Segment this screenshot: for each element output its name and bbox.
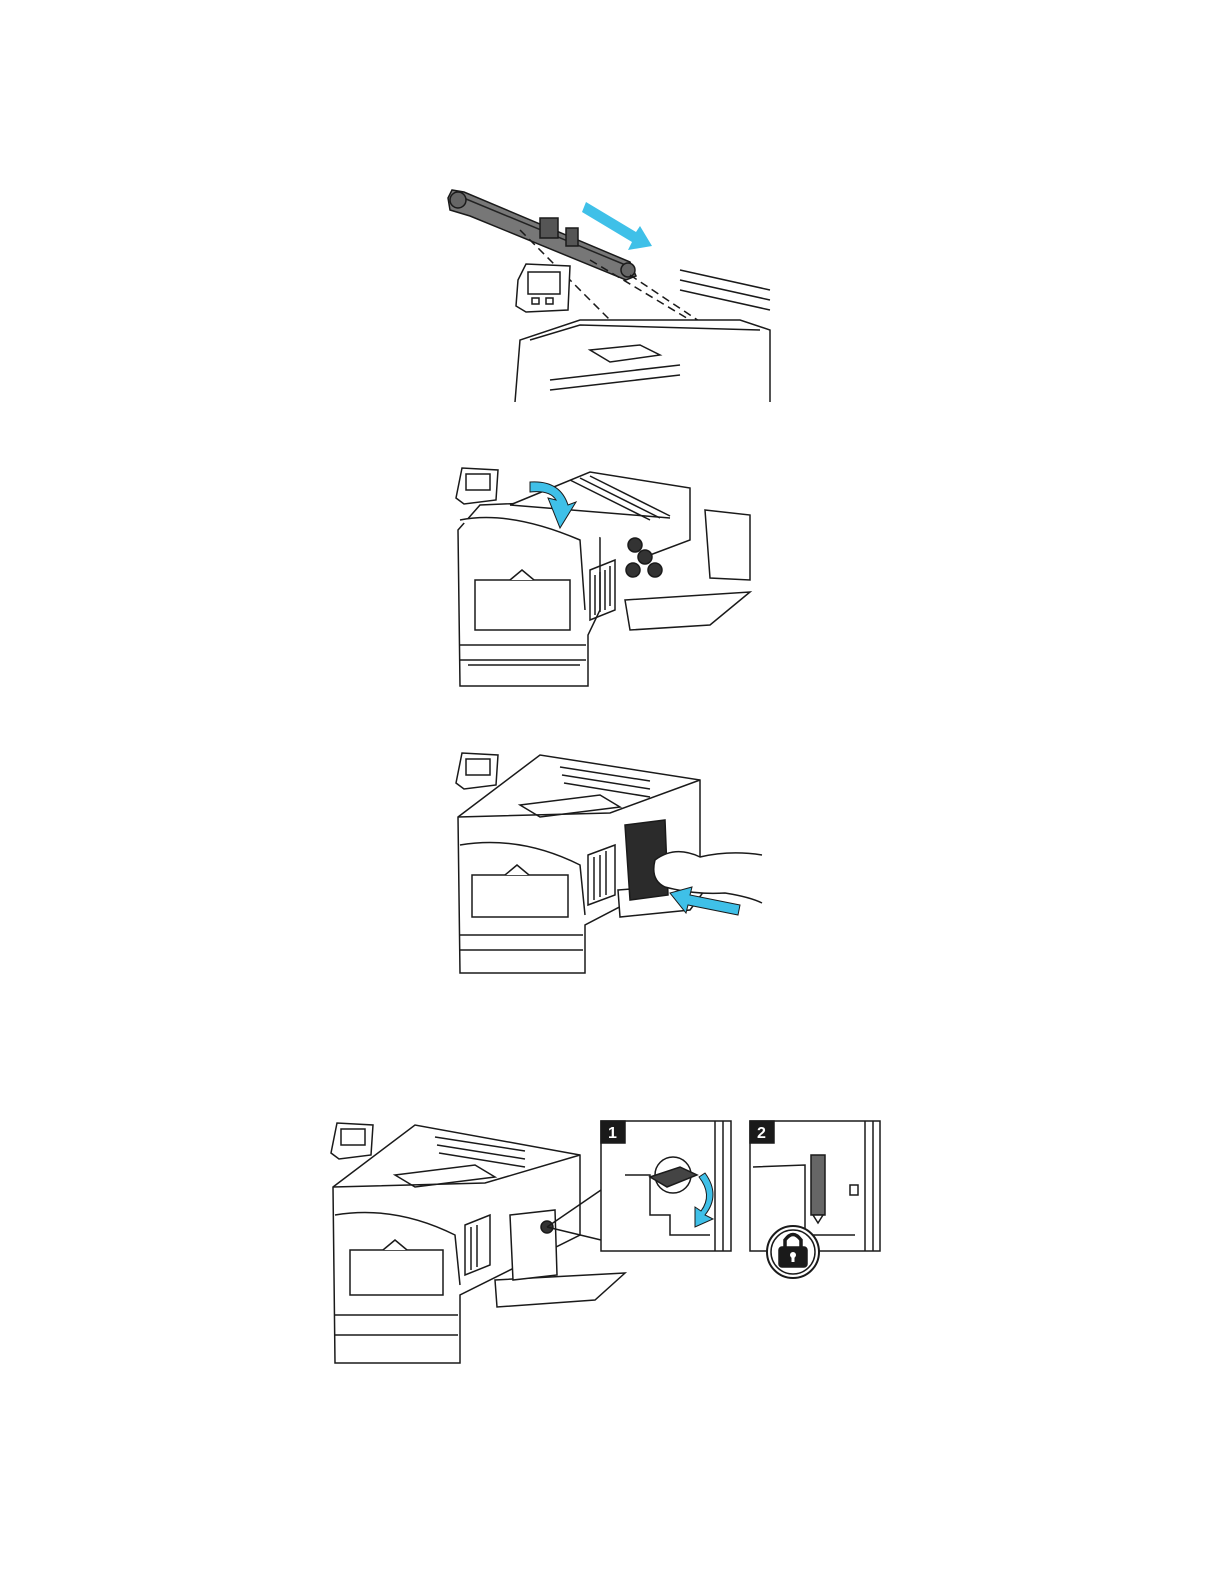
figure-lock-cartridge: 1 2: [325, 1115, 885, 1370]
lock-icon: [767, 1226, 819, 1278]
step-number-2: 2: [757, 1125, 766, 1142]
printer-illustration-3: [450, 745, 765, 975]
printer-illustration-2: [450, 460, 760, 690]
printer-icon: [331, 1123, 625, 1363]
printer-illustration-1: [440, 180, 780, 402]
figure-close-top-cover: [450, 460, 760, 690]
figure-install-transfer-roller: [440, 180, 780, 402]
step-number-1: 1: [608, 1125, 617, 1142]
blue-arrow-icon: [582, 202, 652, 250]
printer-illustration-4: 1 2: [325, 1115, 885, 1370]
printer-icon: [456, 468, 750, 686]
figure-insert-waste-cartridge: [450, 745, 765, 975]
printer-icon: [515, 264, 770, 402]
